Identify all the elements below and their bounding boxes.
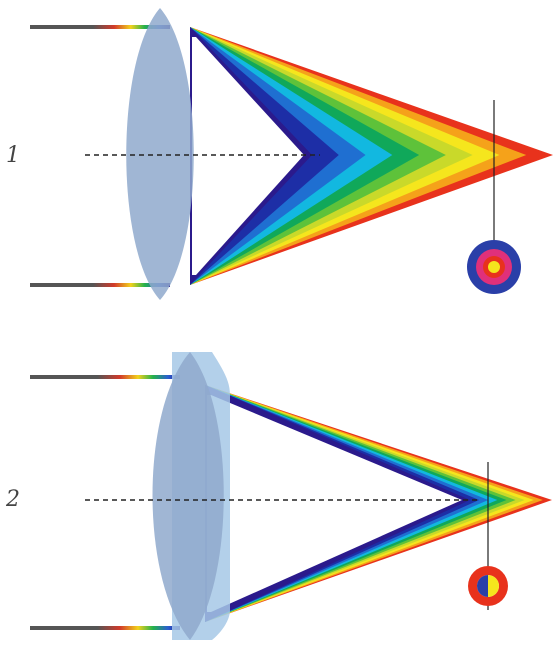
panel-1: 1 — [6, 8, 553, 300]
achromat-lens — [152, 352, 224, 640]
cone-interior — [207, 395, 462, 612]
panel-label-1: 1 — [6, 143, 20, 168]
blur-spot-2 — [468, 566, 508, 606]
dispersion-cone-1 — [190, 27, 553, 285]
panel-2: 2 — [5, 352, 552, 640]
dispersion-cone-2 — [205, 385, 552, 622]
incoming-ray-bottom — [30, 283, 170, 287]
converging-lens — [126, 8, 194, 300]
incoming-ray-top — [30, 25, 170, 29]
cone-interior — [192, 37, 304, 275]
incoming-ray-bottom-2 — [30, 626, 180, 630]
panel-label-2: 2 — [5, 487, 20, 512]
blur-spot-1 — [467, 240, 521, 294]
incoming-ray-top-2 — [30, 375, 180, 379]
